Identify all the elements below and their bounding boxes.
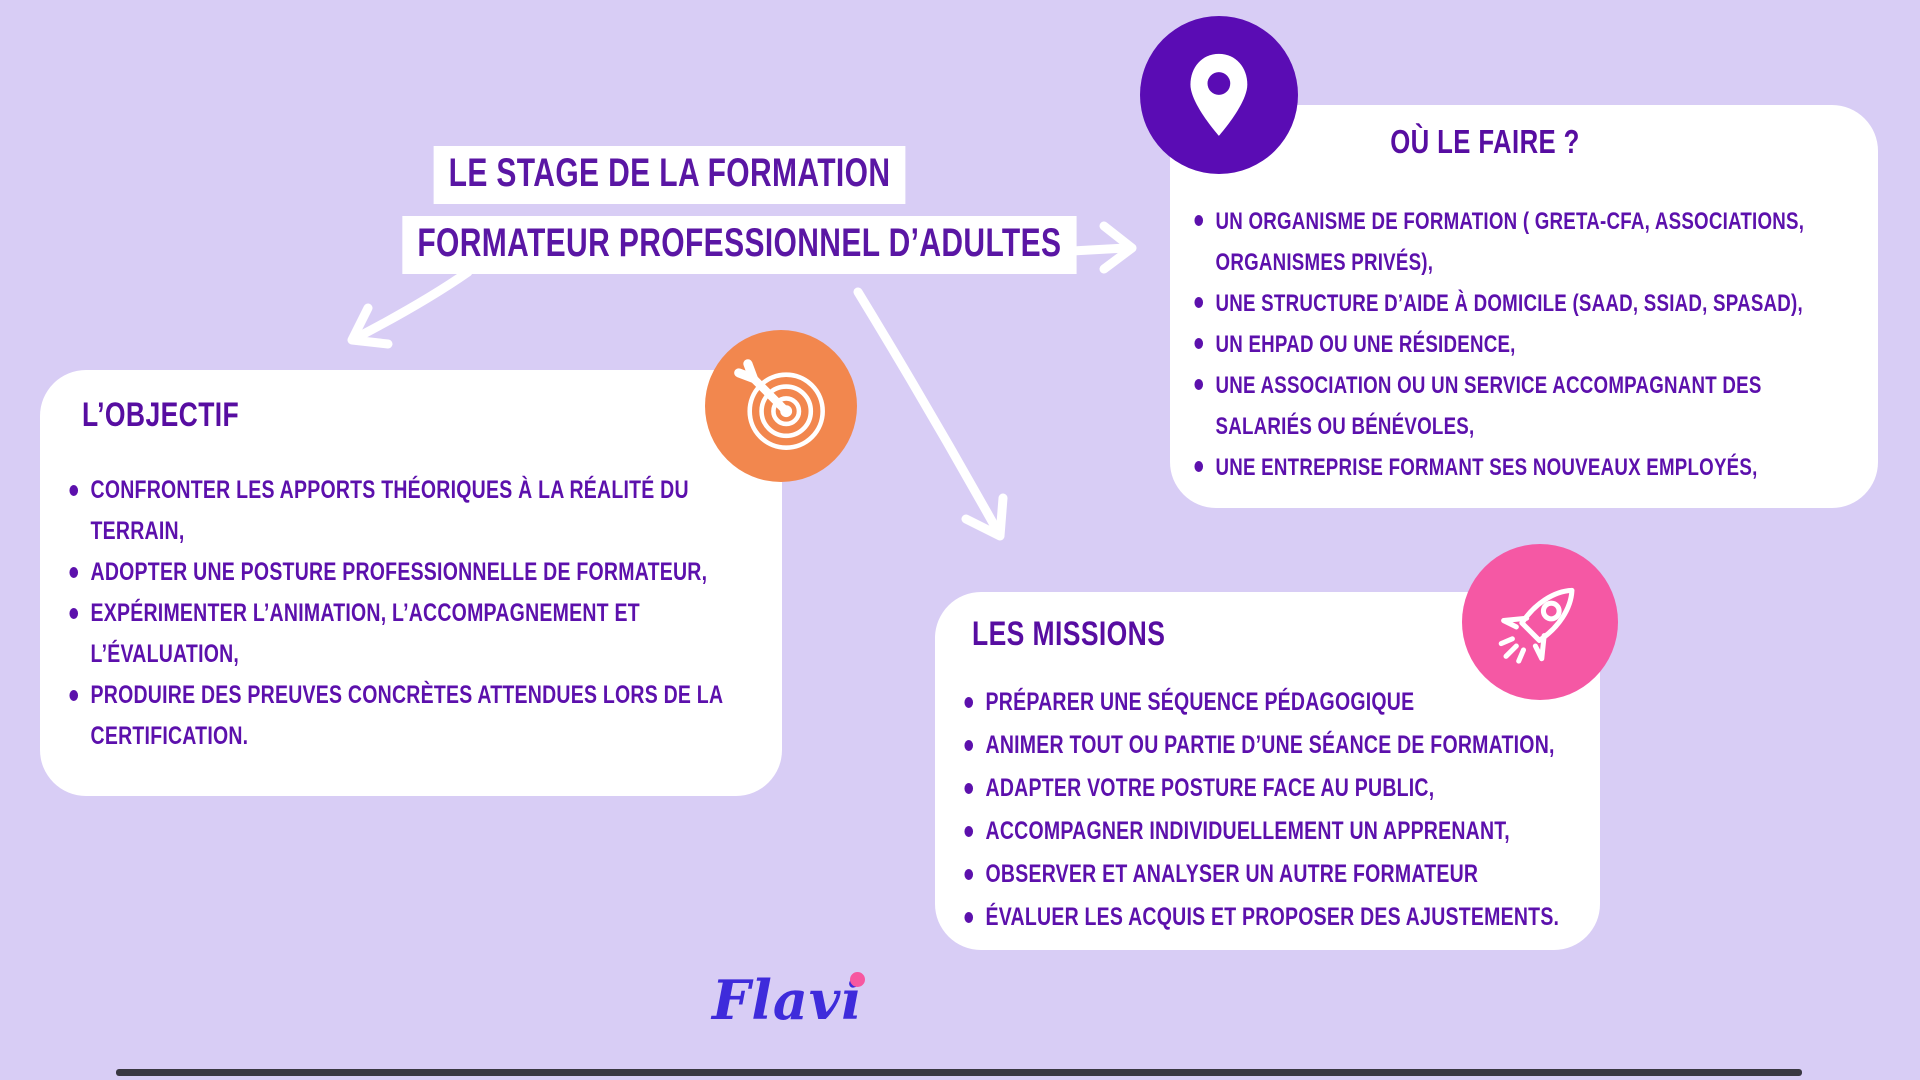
list-item: ADAPTER VOTRE POSTURE FACE AU PUBLIC,	[959, 767, 1633, 810]
title-line-1: LE STAGE DE LA FORMATION	[434, 146, 906, 205]
brand-logo-text: Flavi	[712, 968, 863, 1032]
target-dart-icon	[705, 330, 857, 482]
arrow-to-missions	[853, 287, 1008, 541]
list-item: PRÉPARER UNE SÉQUENCE PÉDAGOGIQUE	[959, 681, 1633, 724]
list-item: CONFRONTER LES APPORTS THÉORIQUES À LA R…	[64, 470, 816, 552]
list-item: ADOPTER UNE POSTURE PROFESSIONNELLE DE F…	[64, 552, 816, 593]
card-objectif: L’OBJECTIF CONFRONTER LES APPORTS THÉORI…	[40, 370, 782, 796]
logo-dot	[849, 972, 865, 987]
page-title: LE STAGE DE LA FORMATION FORMATEUR PROFE…	[290, 146, 1077, 275]
list-item: UNE ENTREPRISE FORMANT SES NOUVEAUX EMPL…	[1189, 447, 1907, 488]
card-objectif-heading: L’OBJECTIF	[82, 396, 240, 434]
card-ou-le-faire: OÙ LE FAIRE ? UN ORGANISME DE FORMATION …	[1170, 105, 1878, 508]
brand-logo: Flavi	[712, 968, 865, 1032]
location-pin-icon	[1140, 16, 1298, 174]
arrow-to-objectif	[347, 267, 473, 349]
card-missions-list: PRÉPARER UNE SÉQUENCE PÉDAGOGIQUE ANIMER…	[959, 681, 1633, 939]
list-item: UN EHPAD OU UNE RÉSIDENCE,	[1189, 324, 1907, 365]
list-item: OBSERVER ET ANALYSER UN AUTRE FORMATEUR	[959, 853, 1633, 896]
title-line-2: FORMATEUR PROFESSIONNEL D’ADULTES	[402, 216, 1077, 275]
bottom-divider-bar	[116, 1069, 1802, 1076]
list-item: ACCOMPAGNER INDIVIDUELLEMENT UN APPRENAN…	[959, 810, 1633, 853]
card-ou-le-faire-list: UN ORGANISME DE FORMATION ( GRETA-CFA, A…	[1189, 201, 1907, 488]
card-missions: LES MISSIONS PRÉPARER UNE SÉQUENCE PÉDAG…	[935, 592, 1600, 950]
card-objectif-list: CONFRONTER LES APPORTS THÉORIQUES À LA R…	[64, 470, 816, 757]
list-item: UNE STRUCTURE D’AIDE À DOMICILE (SAAD, S…	[1189, 283, 1907, 324]
list-item: ÉVALUER LES ACQUIS ET PROPOSER DES AJUST…	[959, 896, 1633, 939]
list-item: ANIMER TOUT OU PARTIE D’UNE SÉANCE DE FO…	[959, 724, 1633, 767]
card-missions-heading: LES MISSIONS	[972, 615, 1166, 653]
list-item: EXPÉRIMENTER L’ANIMATION, L’ACCOMPAGNEME…	[64, 593, 816, 675]
card-ou-le-faire-heading: OÙ LE FAIRE ?	[1390, 123, 1580, 160]
rocket-icon	[1462, 544, 1618, 700]
list-item: PRODUIRE DES PREUVES CONCRÈTES ATTENDUES…	[64, 675, 816, 757]
list-item: UN ORGANISME DE FORMATION ( GRETA-CFA, A…	[1189, 201, 1907, 283]
list-item: UNE ASSOCIATION OU UN SERVICE ACCOMPAGNA…	[1189, 365, 1907, 447]
